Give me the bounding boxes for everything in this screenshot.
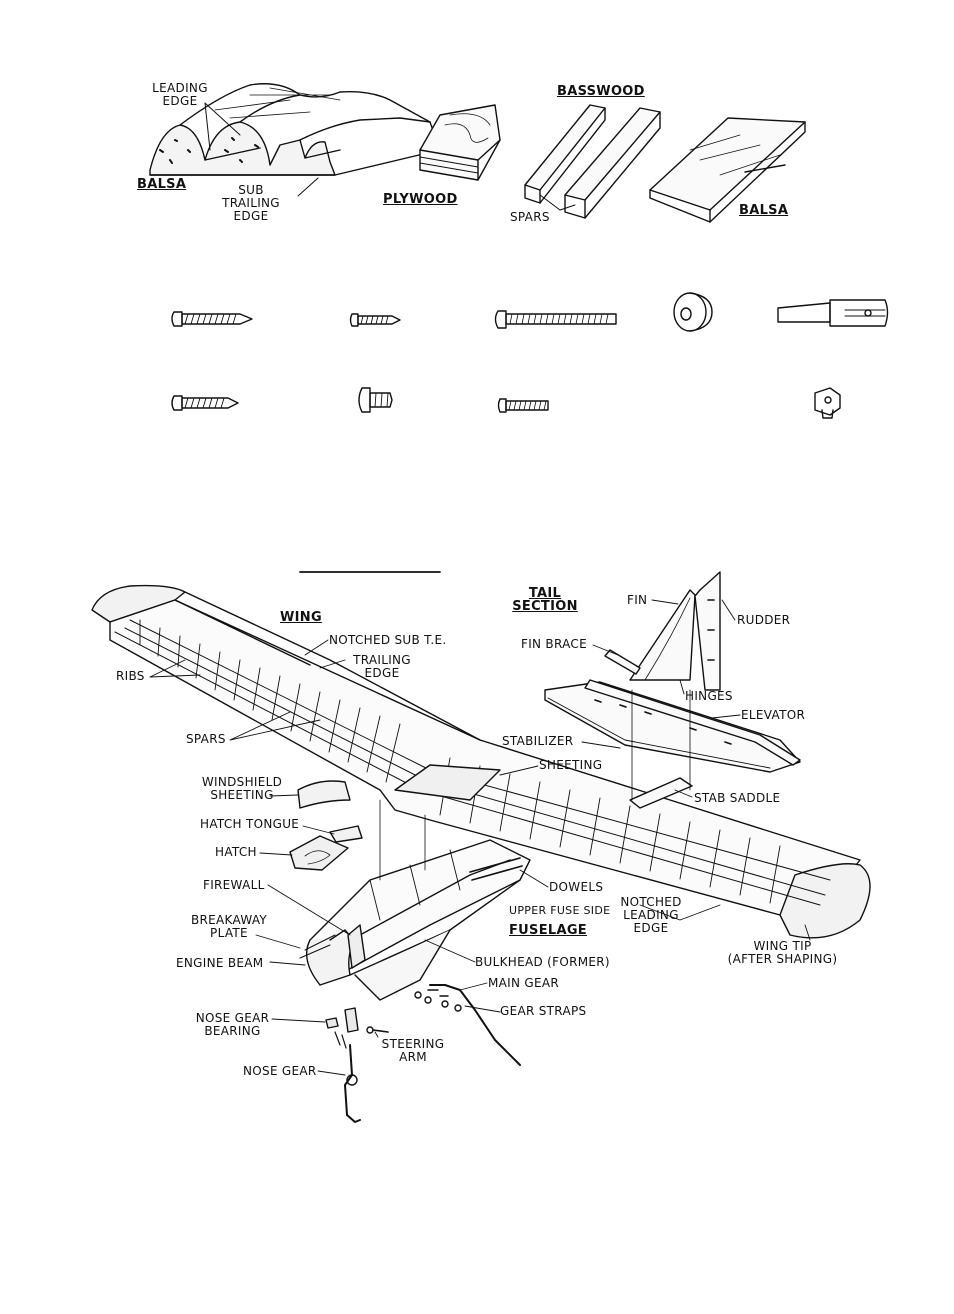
stabilizer-label: STABILIZER (502, 734, 574, 748)
engine-beam-label: ENGINE BEAM (176, 956, 264, 970)
windshield-sheeting-label: WINDSHIELD SHEETING (201, 775, 283, 802)
plywood-stock (419, 104, 501, 181)
balsa-sheet (649, 117, 806, 223)
hatch-tongue-label: HATCH TONGUE (200, 817, 300, 831)
hardware-row-2 (171, 387, 841, 419)
spars-label: SPARS (186, 732, 226, 746)
basswood-label: BASSWOOD (557, 84, 645, 99)
nose-gear-bearing-label: NOSE GEAR BEARING (195, 1011, 270, 1038)
notched-sub-te-label: NOTCHED SUB T.E. (329, 633, 447, 647)
bulkhead-label: BULKHEAD (FORMER) (475, 955, 610, 969)
fin-brace-label: FIN BRACE (521, 637, 587, 651)
notched-leading-edge-label: NOTCHED LEADING EDGE (620, 895, 682, 935)
gear-straps-label: GEAR STRAPS (500, 1004, 587, 1018)
sub-trailing-edge-label: SUB TRAILING EDGE (222, 183, 280, 223)
dowels-label: DOWELS (549, 880, 604, 894)
fuselage-assembly (299, 799, 531, 1066)
balsa-label-left: BALSA (137, 177, 187, 192)
wing-tip-label: WING TIP (AFTER SHAPING) (727, 939, 838, 966)
hinges-label: HINGES (685, 689, 733, 703)
stab-saddle-label: STAB SADDLE (694, 791, 781, 805)
basswood-spars (524, 104, 661, 219)
fuselage-heading: FUSELAGE (509, 923, 587, 938)
breakaway-plate-label: BREAKAWAY PLATE (190, 913, 268, 940)
upper-fuse-side-label: UPPER FUSE SIDE (509, 904, 611, 917)
sheeting-label: SHEETING (539, 758, 603, 772)
wing-heading: WING (280, 610, 322, 625)
steering-arm-label: STEERING ARM (381, 1037, 445, 1064)
firewall-label: FIREWALL (203, 878, 265, 892)
hardware-row-1 (171, 292, 889, 332)
rudder-label: RUDDER (737, 613, 791, 627)
leading-edge-label: LEADING EDGE (152, 81, 208, 108)
hatch-parts (289, 780, 363, 871)
balsa-label-right: BALSA (739, 203, 789, 218)
nose-gear-parts (325, 1007, 389, 1123)
trailing-edge-label: TRAILING EDGE (353, 653, 411, 680)
leader-lines (149, 599, 811, 1076)
tail-assembly (544, 571, 801, 809)
nose-gear-label: NOSE GEAR (243, 1064, 317, 1078)
ribs-label: RIBS (116, 669, 145, 683)
plywood-label: PLYWOOD (383, 192, 458, 207)
fin-label: FIN (627, 593, 648, 607)
spars-label-top: SPARS (510, 210, 550, 224)
elevator-label: ELEVATOR (741, 708, 806, 722)
wing-assembly (91, 584, 871, 939)
tail-section-heading: TAIL SECTION (512, 586, 578, 614)
hatch-label: HATCH (215, 845, 257, 859)
main-gear-label: MAIN GEAR (488, 976, 560, 990)
